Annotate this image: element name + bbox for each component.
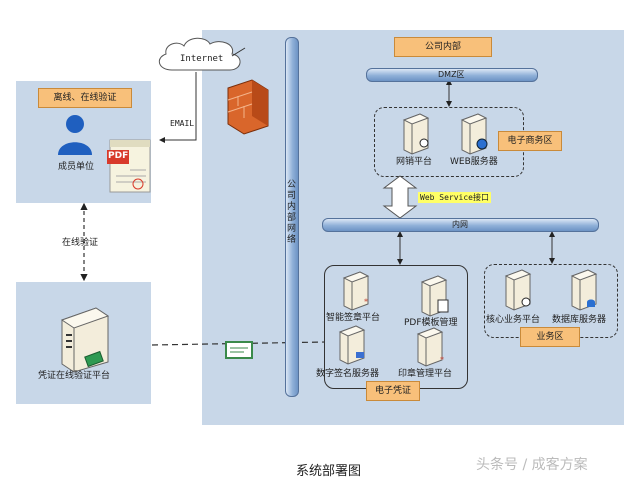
firewall-icon [227,79,269,135]
digital-sign-label: 数字签名服务器 [316,369,380,379]
internet-label: Internet [180,54,224,64]
online-sign-server-icon [402,113,430,155]
internet-cloud-icon [158,37,241,71]
ecommerce-zone-label: 电子商务区 [498,131,562,151]
member-unit-label: 成员单位 [58,162,95,172]
smart-seal-label: 智能签章平台 [326,313,381,323]
electronic-voucher-label: 电子凭证 [366,381,420,401]
web-service-label: Web Service接口 [418,192,491,203]
pdf-label: PDF [108,151,129,161]
dmz-pipe [366,68,538,82]
smart-seal-server-icon: ⁎ [342,271,370,311]
certificate-icon [225,341,253,359]
svg-text:⁎: ⁎ [440,353,444,362]
intranet-label: 内网 [452,220,468,229]
pdf-document-icon [107,139,151,193]
verify-server-icon [60,307,110,373]
watermark: 头条号 / 成客方案 [476,457,588,473]
seal-mgmt-server-icon: ⁎ [416,327,444,367]
company-internal-label: 公司内部 [394,37,492,57]
digital-sign-server-icon [338,325,366,365]
pdf-template-server-icon [420,275,449,317]
company-network-label: 公司内部网络 [287,180,297,245]
email-label: EMAIL [170,119,195,128]
seal-mgmt-label: 印章管理平台 [398,369,453,379]
core-business-label: 核心业务平台 [486,315,541,325]
database-server-icon [570,269,598,311]
offline-online-verify-label: 离线、在线验证 [38,88,132,108]
intranet-pipe [322,218,599,232]
verify-platform-label: 凭证在线验证平台 [38,371,111,381]
online-sign-platform-label: 网销平台 [396,157,433,167]
person-icon [58,115,92,155]
core-business-server-icon [504,269,532,311]
dmz-label: DMZ区 [438,70,465,79]
caption: 系统部署图 [296,464,362,479]
online-verify-label: 在线验证 [62,238,99,248]
pdf-template-label: PDF模板管理 [404,318,458,328]
database-server-label: 数据库服务器 [552,315,607,325]
business-zone-label: 业务区 [520,327,580,347]
company-network-pipe [285,37,299,397]
web-server-icon [460,113,488,155]
svg-text:⁎: ⁎ [364,295,368,304]
web-server-label: WEB服务器 [450,157,498,167]
